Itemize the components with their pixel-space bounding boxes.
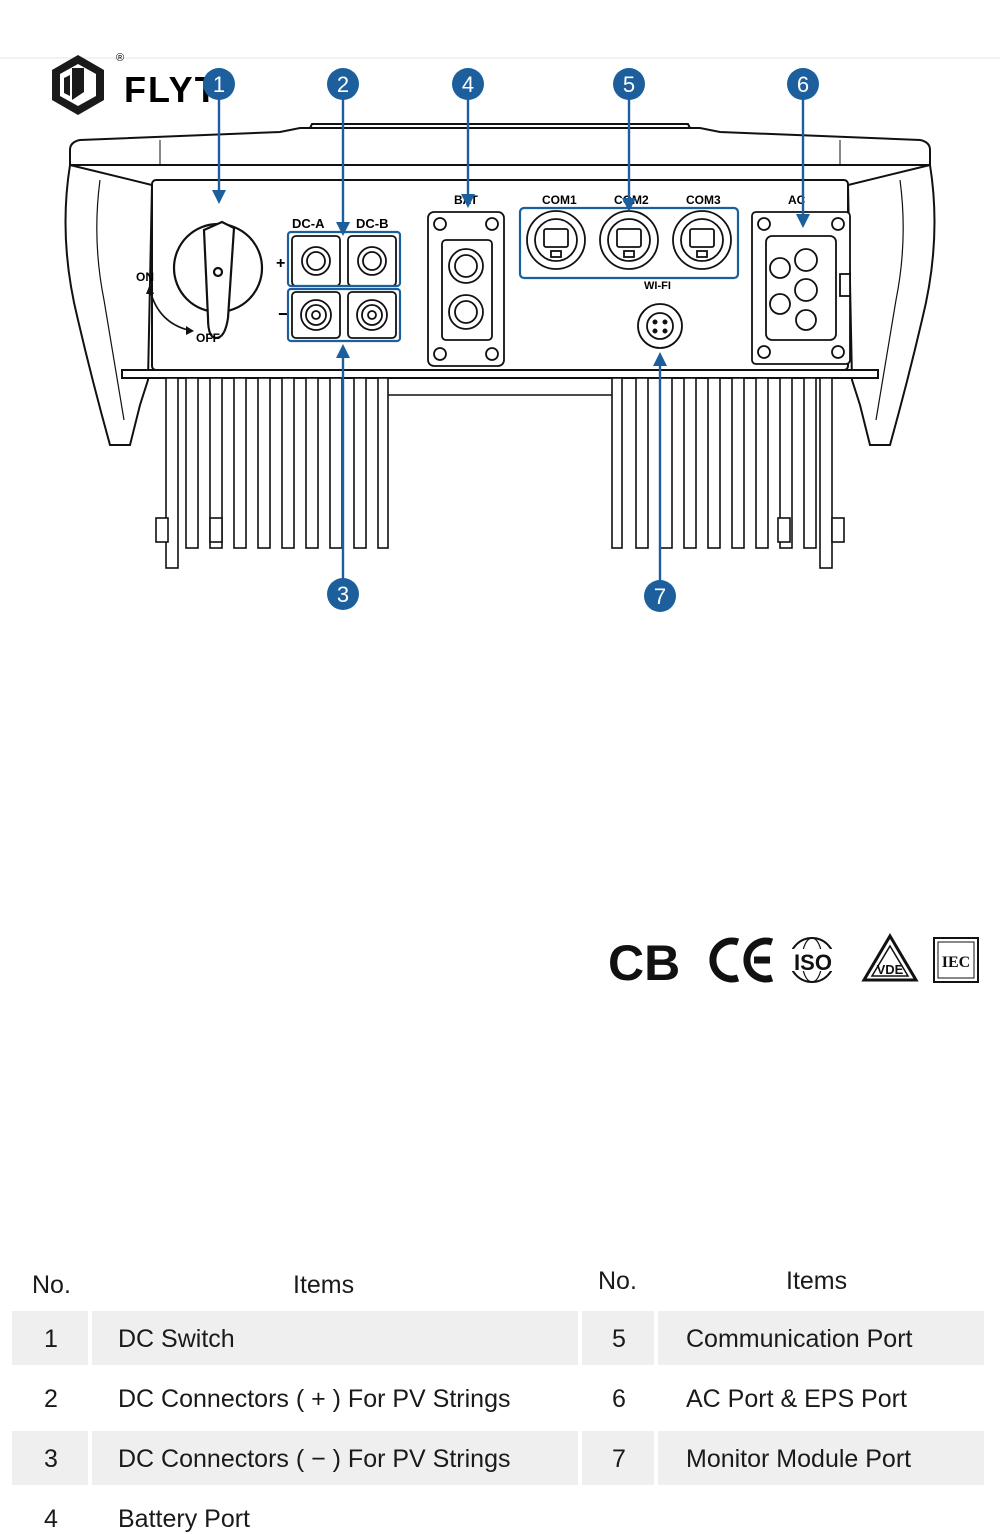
certification-marks: CB ISO VDE IEC (608, 933, 979, 991)
inverter-top-cover (69, 127, 931, 166)
ac-label: AC (788, 193, 806, 207)
callout-4-badge (452, 68, 484, 100)
dc-switch-rotation-arrow-icon (149, 289, 189, 331)
wifi-label: WI-FI (644, 280, 671, 292)
brand-name: FLYT (124, 69, 219, 110)
legend-header-items-left: Items (293, 1271, 355, 1299)
dc-minus-sign: − (278, 304, 289, 324)
inverter-bottom-view: ® FLYT (0, 52, 1000, 612)
monitor-module-port (637, 303, 683, 349)
heatsink-right (611, 377, 845, 569)
vde-mark-icon: VDE (861, 933, 919, 982)
flyt-logo: ® FLYT (52, 52, 219, 115)
callout-4-number: 4 (462, 72, 474, 97)
callout-7-badge (644, 580, 676, 612)
svg-text:IEC: IEC (942, 954, 970, 971)
legend-row-2-item: DC Connectors ( + ) For PV Strings (118, 1385, 511, 1413)
callout-1-number: 1 (213, 72, 225, 97)
legend-row-4-item: Battery Port (118, 1505, 250, 1533)
switch-off-label: OFF (196, 331, 220, 345)
heatsink-left (155, 377, 389, 569)
inverter-diagram-figure: ® FLYT (0, 52, 1000, 1533)
ac-pin-icon (769, 257, 791, 279)
legend-row-6-item: AC Port & EPS Port (686, 1385, 907, 1413)
panel-base-strip (121, 369, 879, 379)
callout-5-number: 5 (623, 72, 635, 97)
legend-row-2-no: 2 (44, 1385, 58, 1413)
dc-minus-highlight (286, 287, 402, 343)
callout-arrowheads (212, 190, 810, 366)
legend-row-4-no: 4 (44, 1505, 58, 1533)
callout-6-badge (787, 68, 819, 100)
inverter-right-wing (846, 163, 936, 446)
callout-3-number: 3 (337, 582, 349, 607)
legend-row-7-no: 7 (612, 1445, 626, 1473)
legend-header-no-right: No. (598, 1267, 637, 1295)
cb-mark-icon: CB (608, 935, 680, 991)
inverter-left-wing (64, 163, 154, 446)
com1-label: COM1 (542, 193, 577, 207)
callout-2-number: 2 (337, 72, 349, 97)
legend-row-1-item: DC Switch (118, 1325, 235, 1353)
registered-mark: ® (116, 52, 124, 64)
callout-2-badge (327, 68, 359, 100)
legend-header-items-right: Items (786, 1267, 848, 1295)
dc-connectors (291, 235, 397, 339)
inverter-top-ridge (309, 123, 691, 129)
ce-mark-icon (709, 937, 774, 983)
svg-text:ISO: ISO (794, 950, 832, 975)
dc-switch-knob-icon (202, 220, 236, 340)
dc-plus-sign: + (276, 255, 285, 272)
callout-7-number: 7 (654, 584, 666, 609)
callout-badges: 1 2 3 4 5 6 7 (203, 68, 819, 612)
iso-mark-icon: ISO (786, 937, 840, 983)
legend-row-6-no: 6 (612, 1385, 626, 1413)
legend-row-7-item: Monitor Module Port (686, 1445, 912, 1473)
callout-5-badge (613, 68, 645, 100)
legend-row-3-item: DC Connectors ( − ) For PV Strings (118, 1445, 511, 1473)
legend-row-5-item: Communication Port (686, 1325, 913, 1353)
callout-lines (217, 98, 805, 582)
com-ports (526, 210, 732, 270)
legend-header-no-left: No. (32, 1271, 71, 1299)
legend-row-1-no: 1 (44, 1325, 58, 1353)
com3-label: COM3 (686, 193, 721, 207)
callout-1-badge (203, 68, 235, 100)
dc-b-label: DC-B (356, 216, 389, 231)
battery-port (427, 211, 505, 367)
svg-text:VDE: VDE (877, 962, 904, 977)
callout-3-badge (327, 578, 359, 610)
iec-mark-icon: IEC (933, 937, 979, 983)
dc-a-label: DC-A (292, 216, 325, 231)
switch-on-label: ON (136, 270, 154, 284)
legend-row-3-no: 3 (44, 1445, 58, 1473)
legend-row-5-no: 5 (612, 1325, 626, 1353)
ac-eps-port (751, 211, 851, 365)
callout-6-number: 6 (797, 72, 809, 97)
dc-switch (146, 220, 264, 340)
